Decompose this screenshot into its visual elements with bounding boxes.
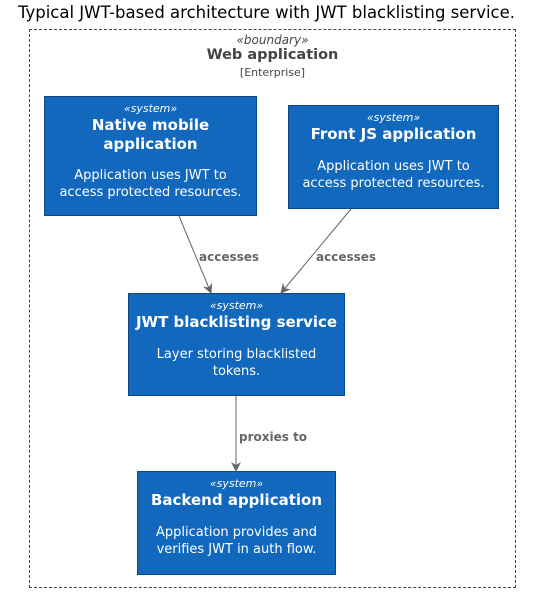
node-backend-application[interactable]: «system» Backend application Application… xyxy=(137,471,336,575)
node-description: Application provides and verifies JWT in… xyxy=(156,525,317,557)
web-application-boundary: «boundary» Web application [Enterprise] xyxy=(29,29,516,588)
boundary-name: Web application xyxy=(206,47,339,63)
node-stereotype: «system» xyxy=(366,111,421,124)
edge-mobile-to-blacklist xyxy=(178,215,213,294)
boundary-type: [Enterprise] xyxy=(239,66,306,79)
edge-label-mobile-accesses: accesses xyxy=(199,250,259,264)
node-jwt-blacklisting-service[interactable]: «system» JWT blacklisting service Layer … xyxy=(128,293,345,396)
node-description: Application uses JWT to access protected… xyxy=(302,159,485,191)
edge-label-proxies-to: proxies to xyxy=(239,430,307,444)
node-name: Front JS application xyxy=(310,125,477,143)
node-native-mobile-application[interactable]: «system» Native mobile application Appli… xyxy=(44,96,257,216)
node-name: Native mobile application xyxy=(91,116,210,153)
node-stereotype: «system» xyxy=(209,477,264,490)
boundary-stereotype: «boundary» xyxy=(236,33,309,47)
node-description: Application uses JWT to access protected… xyxy=(59,168,242,200)
node-description: Layer storing blacklisted tokens. xyxy=(156,347,317,379)
diagram-title: Typical JWT-based architecture with JWT … xyxy=(17,3,516,22)
node-name: Backend application xyxy=(150,491,323,509)
node-stereotype: «system» xyxy=(209,299,264,312)
node-name: JWT blacklisting service xyxy=(135,313,338,331)
edge-frontjs-to-blacklist xyxy=(280,208,352,294)
node-stereotype: «system» xyxy=(123,102,178,115)
node-front-js-application[interactable]: «system» Front JS application Applicatio… xyxy=(288,105,499,209)
edge-label-frontjs-accesses: accesses xyxy=(316,250,376,264)
